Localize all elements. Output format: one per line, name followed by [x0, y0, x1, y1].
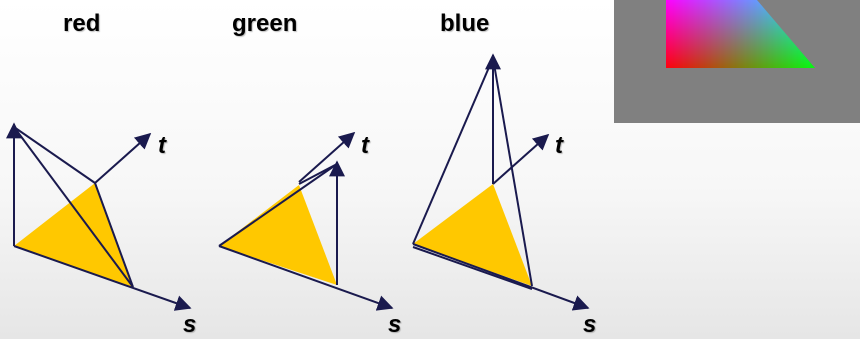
blue-panel-diagram — [412, 53, 590, 311]
blue-t-label: t — [555, 132, 563, 159]
red-s-label: s — [183, 311, 197, 338]
blue-s-axis-shadow — [412, 246, 533, 290]
red-panel-diagram — [6, 122, 192, 311]
green-edge-to-top — [218, 163, 338, 247]
blue-s-axis — [412, 243, 590, 311]
blue-edge-s-to-top — [492, 57, 533, 287]
green-edge-t-to-top — [298, 163, 338, 185]
blue-edge-origin-to-top — [412, 57, 494, 245]
green-s-axis — [218, 245, 394, 311]
red-t-label: t — [158, 132, 166, 159]
blue-t-axis — [492, 133, 550, 185]
blue-s-label: s — [583, 311, 597, 338]
green-t-label: t — [361, 132, 369, 159]
panel-title-red: red — [63, 10, 101, 37]
texture-preview-triangle — [666, 0, 815, 68]
blue-base-triangle — [413, 184, 532, 286]
green-t-axis — [298, 131, 356, 183]
red-t-axis — [94, 132, 152, 184]
red-edge-t-to-s — [94, 182, 134, 288]
red-edge-top-to-t — [13, 126, 96, 184]
panel-title-green: green — [232, 10, 298, 37]
red-edge-top-to-s — [13, 126, 134, 288]
panel-title-blue: blue — [440, 10, 490, 37]
red-base-triangle — [14, 183, 133, 287]
green-base-triangle — [219, 185, 337, 285]
green-s-label: s — [388, 311, 402, 338]
red-s-axis — [13, 245, 192, 311]
green-panel-diagram — [218, 131, 394, 311]
